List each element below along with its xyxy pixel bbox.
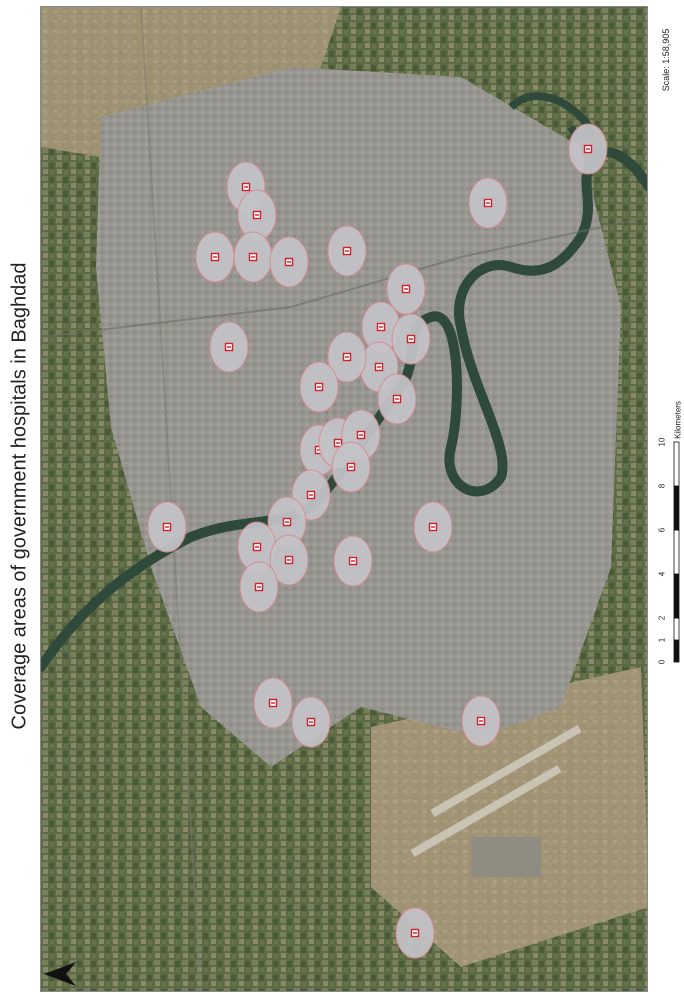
scale-tick-label: 10 <box>657 437 667 447</box>
hospital-coverage-area[interactable] <box>461 695 501 747</box>
hospital-marker-icon <box>376 322 386 332</box>
hospital-coverage-area[interactable] <box>391 313 431 365</box>
hospital-marker-icon <box>406 334 416 344</box>
hospital-coverage-area[interactable] <box>468 177 508 229</box>
scale-bar-segment <box>673 485 680 531</box>
hospital-marker-icon <box>348 556 358 566</box>
hospital-coverage-area[interactable] <box>233 231 273 283</box>
hospital-coverage-area[interactable] <box>147 501 187 553</box>
hospital-coverage-area[interactable] <box>269 534 309 586</box>
scale-bar-segment <box>673 573 680 619</box>
scale-tick-label: 6 <box>657 527 667 533</box>
scale-unit-label: Kilometers <box>673 401 683 439</box>
hospital-coverage-area[interactable] <box>299 361 339 413</box>
scale-tick-label: 8 <box>657 483 667 489</box>
hospital-marker-icon <box>282 517 292 527</box>
hospital-marker-icon <box>333 438 343 448</box>
canal <box>41 216 647 338</box>
hospital-marker-icon <box>346 462 356 472</box>
hospital-marker-icon <box>241 182 251 192</box>
north-arrow-icon <box>42 960 78 993</box>
hospital-coverage-area[interactable] <box>195 231 235 283</box>
hospital-coverage-area[interactable] <box>269 236 309 288</box>
scale-text: Scale: 1:58,905 <box>661 28 671 92</box>
hospital-marker-icon <box>162 522 172 532</box>
map-canvas <box>41 7 647 991</box>
hospital-coverage-area[interactable] <box>237 189 277 241</box>
hospital-marker-icon <box>268 698 278 708</box>
scale-tick-label: 0 <box>657 659 667 665</box>
map-title: Coverage areas of government hospitals i… <box>8 262 31 730</box>
hospital-coverage-area[interactable] <box>377 373 417 425</box>
highway <box>140 7 202 991</box>
scale-bar-segment <box>673 639 680 663</box>
hospital-coverage-area[interactable] <box>327 225 367 277</box>
coverage-areas <box>147 123 608 959</box>
satellite-map[interactable] <box>40 6 648 992</box>
hospital-marker-icon <box>401 284 411 294</box>
hospital-marker-icon <box>342 246 352 256</box>
hospital-marker-icon <box>252 210 262 220</box>
hospital-marker-icon <box>583 144 593 154</box>
hospital-marker-icon <box>252 542 262 552</box>
hospital-marker-icon <box>284 257 294 267</box>
hospital-marker-icon <box>210 252 220 262</box>
hospital-coverage-area[interactable] <box>331 441 371 493</box>
hospital-marker-icon <box>254 582 264 592</box>
hospital-marker-icon <box>314 382 324 392</box>
hospital-marker-icon <box>306 717 316 727</box>
scale-tick-label: 4 <box>657 571 667 577</box>
scale-tick-label: 2 <box>657 615 667 621</box>
hospital-coverage-area[interactable] <box>267 496 307 548</box>
hospital-marker-icon <box>342 352 352 362</box>
hospital-marker-icon <box>248 252 258 262</box>
scale-bar-segment <box>673 617 680 641</box>
hospital-coverage-area[interactable] <box>239 561 279 613</box>
hospital-marker-icon <box>356 430 366 440</box>
hospital-coverage-area[interactable] <box>327 331 367 383</box>
hospital-coverage-area[interactable] <box>395 907 435 959</box>
airport-area <box>371 667 647 967</box>
hospital-coverage-area[interactable] <box>253 677 293 729</box>
hospital-marker-icon <box>284 555 294 565</box>
hospital-coverage-area[interactable] <box>568 123 608 175</box>
hospital-marker-icon <box>306 490 316 500</box>
hospital-marker-icon <box>483 198 493 208</box>
hospital-marker-icon <box>392 394 402 404</box>
hospital-coverage-area[interactable] <box>413 501 453 553</box>
hospital-marker-icon <box>428 522 438 532</box>
hospital-marker-icon <box>224 342 234 352</box>
airport-runways <box>410 725 582 877</box>
scale-bar <box>673 441 680 663</box>
scale-tick-label: 1 <box>657 637 667 643</box>
scale-bar-segment <box>673 529 680 575</box>
hospital-coverage-area[interactable] <box>209 321 249 373</box>
scale-bar-segment <box>673 441 680 487</box>
hospital-marker-icon <box>476 716 486 726</box>
hospital-coverage-area[interactable] <box>333 535 373 587</box>
hospital-marker-icon <box>410 928 420 938</box>
hospital-coverage-area[interactable] <box>386 263 426 315</box>
hospital-coverage-area[interactable] <box>291 696 331 748</box>
hospital-marker-icon <box>374 362 384 372</box>
